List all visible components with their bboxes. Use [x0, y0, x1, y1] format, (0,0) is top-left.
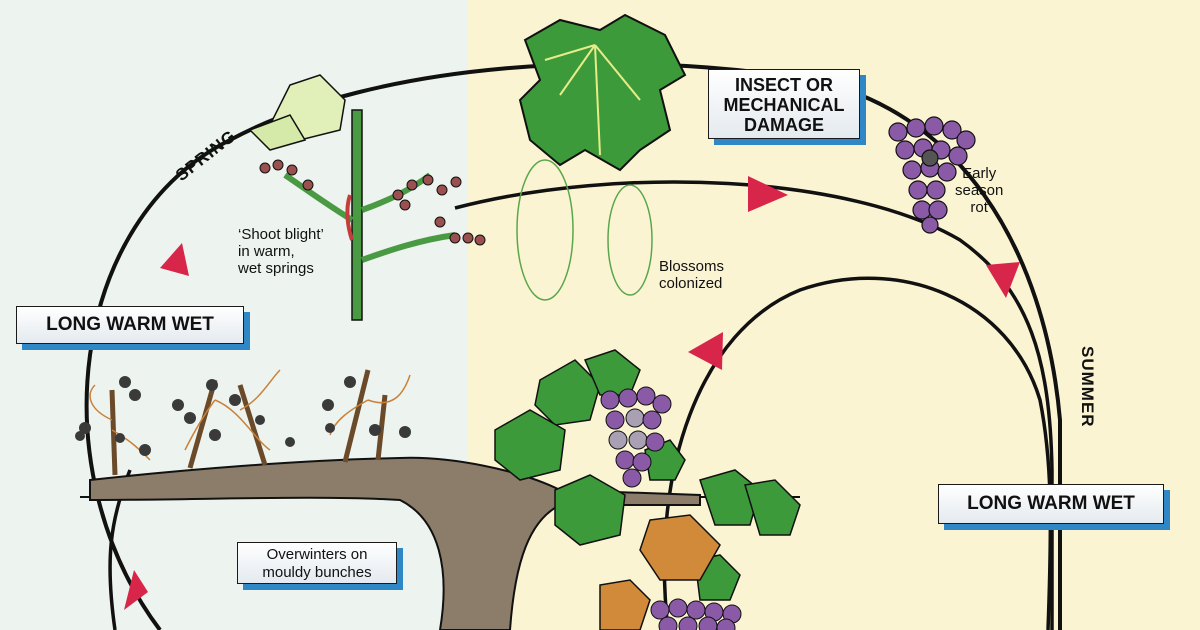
early-rot-grapes	[888, 116, 976, 234]
arrow-summer-loop	[688, 332, 723, 370]
arrow-bottom-left	[124, 570, 148, 610]
blossom-leaf	[518, 13, 687, 172]
summer-vine-foliage	[494, 349, 801, 630]
insect-damage-label: INSECT OR MECHANICAL DAMAGE	[708, 69, 860, 139]
summer-loop-line	[662, 276, 1053, 630]
overwinter-label: Overwinters on mouldy bunches	[237, 542, 397, 584]
blossoms-colonized-note: Blossoms colonized	[659, 258, 725, 292]
spring-shoot	[248, 74, 486, 321]
outer-cycle-line	[84, 61, 1062, 630]
summer-season-label: SUMMER	[1078, 346, 1097, 428]
long-warm-wet-right-label: LONG WARM WET	[938, 484, 1164, 524]
vine-trunk	[89, 369, 701, 630]
arrow-right-down	[986, 262, 1020, 298]
long-warm-wet-left-label: LONG WARM WET	[16, 306, 244, 344]
blossom-clusters	[516, 159, 653, 301]
mouldy-bunches	[75, 376, 411, 456]
early-season-rot-note: Early season rot	[955, 165, 1004, 216]
arrow-spring	[160, 243, 189, 276]
arrow-top-inner	[748, 176, 788, 212]
shoot-blight-note: ‘Shoot blight’ in warm, wet springs	[238, 226, 324, 277]
